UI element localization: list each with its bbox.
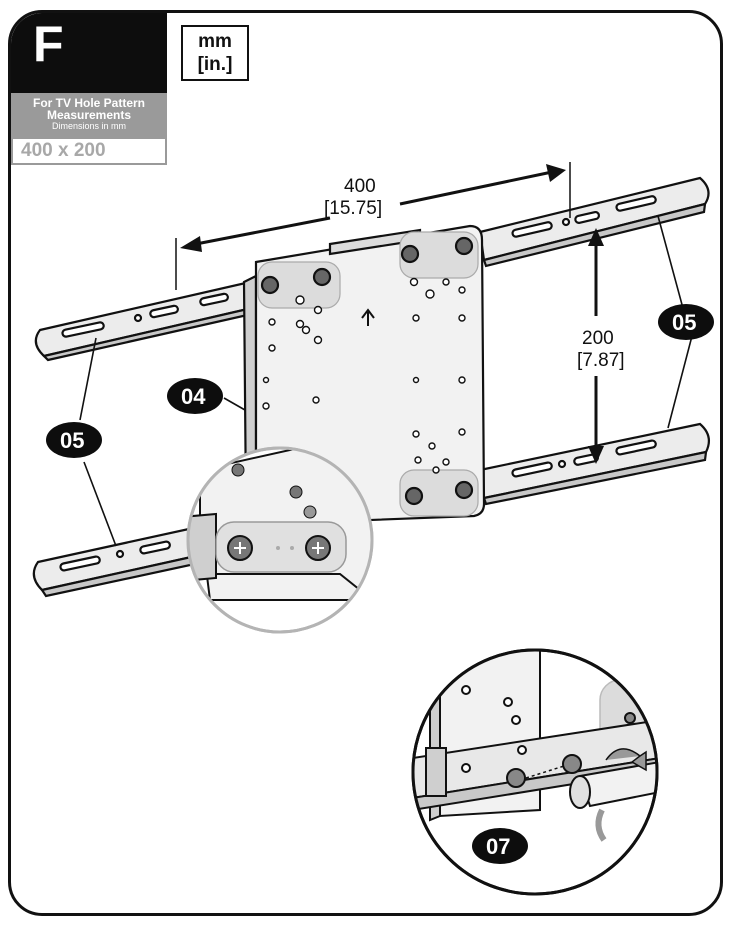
callout-05-left: 05 (46, 422, 102, 458)
zoom-detail-screw-install (411, 648, 659, 896)
bracket-plate (242, 224, 486, 526)
callout-05-right: 05 (658, 304, 714, 340)
unit-legend: mm [in.] (181, 25, 249, 81)
step-letter: F (33, 16, 64, 72)
unit-mm: mm (198, 31, 232, 52)
pattern-subtitle: Dimensions in mm (51, 121, 127, 131)
width-mm-label: 400 (344, 176, 376, 197)
upper-rail-left (34, 280, 254, 362)
callout-04-label: 04 (181, 384, 206, 409)
lower-rail-right (478, 422, 711, 506)
pattern-title-line2: Measurements (46, 108, 132, 122)
hole-pattern-label: For TV Hole Pattern Measurements Dimensi… (11, 93, 167, 139)
width-in-label: [15.75] (324, 198, 382, 219)
height-dimension (588, 228, 604, 464)
unit-in: [in.] (197, 54, 233, 75)
callout-07: 07 (472, 828, 528, 864)
callout-07-label: 07 (486, 834, 510, 859)
callout-04: 04 (167, 378, 223, 414)
pattern-size: 400 x 200 (11, 139, 167, 165)
step-badge: F (11, 13, 167, 93)
pattern-title-line1: For TV Hole Pattern (32, 96, 145, 110)
height-mm-label: 200 (582, 328, 614, 349)
zoom-detail-rail-joint (186, 446, 374, 634)
height-in-label: [7.87] (577, 350, 625, 371)
upper-rail-right (478, 176, 710, 268)
callout-05-left-label: 05 (60, 428, 84, 453)
callout-05-right-label: 05 (672, 310, 696, 335)
width-dimension (175, 162, 571, 290)
